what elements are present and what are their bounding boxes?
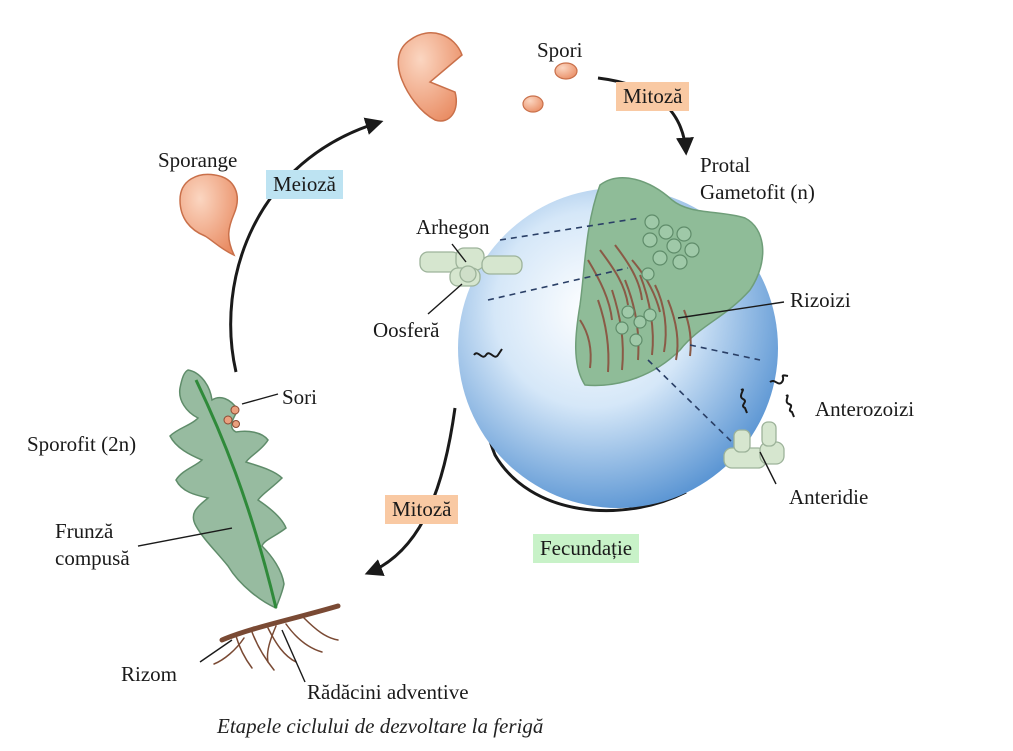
figure-caption: Etapele ciclului de dezvoltare la ferigă <box>217 714 544 738</box>
process-box-mitoza-bottom: Mitoză <box>385 495 459 525</box>
label-sori: Sori <box>282 385 318 409</box>
label-sporofit: Sporofit (2n) <box>27 432 137 456</box>
sporophyte-leaf <box>169 369 287 610</box>
antheridium <box>723 421 785 469</box>
process-box-fecundatie: Fecundație <box>533 534 640 564</box>
label-compusa: compusă <box>55 546 130 570</box>
process-label-mitoza-top: Mitoză <box>623 84 683 108</box>
spore-2 <box>522 95 544 113</box>
process-label-mitoza-bottom: Mitoză <box>392 497 452 521</box>
spore-1 <box>554 62 578 80</box>
label-oosfera: Oosferă <box>373 318 440 342</box>
arrow-meiosis <box>229 117 384 373</box>
sori-dots <box>223 405 240 428</box>
archegonium <box>419 247 523 287</box>
arrow-mitosis-zygote <box>364 407 457 576</box>
leader-lines <box>137 243 785 683</box>
label-gametofit: Gametofit (n) <box>700 180 815 204</box>
process-label-fecundatie: Fecundație <box>540 536 633 560</box>
rhizome-roots <box>213 603 341 671</box>
antherozoids <box>473 348 795 418</box>
label-spori: Spori <box>537 38 583 62</box>
process-label-meioza: Meioză <box>273 172 336 196</box>
projection-lines <box>487 217 761 446</box>
process-box-meioza: Meioză <box>266 170 343 200</box>
sporangium <box>179 173 238 257</box>
label-anteridie: Anteridie <box>789 485 869 509</box>
prothallus-cells <box>615 214 700 347</box>
label-sporange: Sporange <box>158 148 238 172</box>
label-rizom: Rizom <box>121 662 177 686</box>
label-arhegon: Arhegon <box>416 215 490 239</box>
process-box-mitoza-top: Mitoză <box>616 82 690 112</box>
label-radacini: Rădăcini adventive <box>307 680 469 704</box>
label-rizoizi: Rizoizi <box>790 288 851 312</box>
rhizoids <box>579 244 692 373</box>
label-frunza: Frunză <box>55 519 114 543</box>
leaf-vein <box>194 379 278 609</box>
sporangium-opened <box>397 32 463 122</box>
label-anterozoizi: Anterozoizi <box>815 397 915 421</box>
label-protal: Protal <box>700 153 751 177</box>
